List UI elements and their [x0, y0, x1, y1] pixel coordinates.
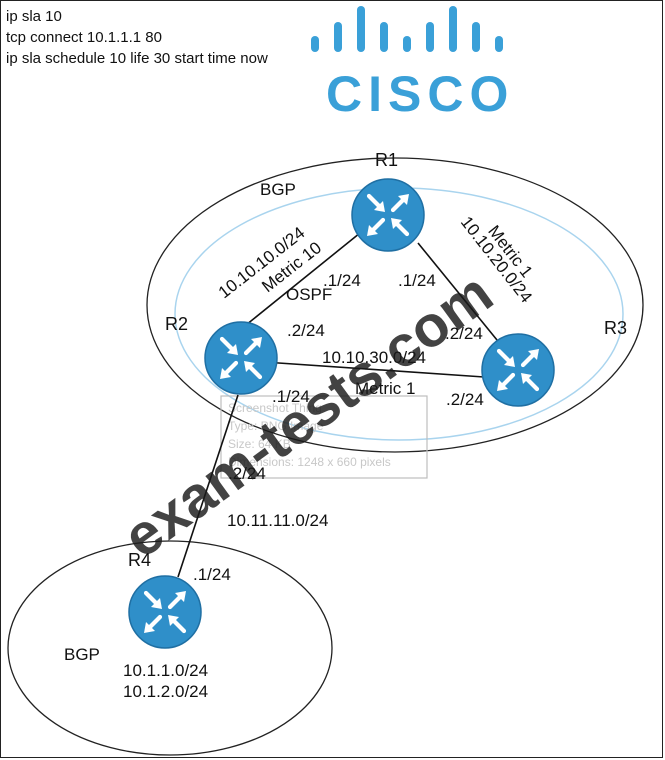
- router-r4-icon: [129, 576, 201, 648]
- router-r1-icon: [352, 179, 424, 251]
- ghost-tooltip: Screenshot Thing Type: PNG Image Size: 6…: [220, 395, 428, 479]
- router-r2-label: R2: [165, 314, 188, 334]
- ghost-line-3: Size: 64 KB: [228, 437, 291, 451]
- cisco-logo-bar: [449, 6, 457, 52]
- router-r2-icon: [205, 322, 277, 394]
- cisco-logo-bar: [495, 36, 503, 52]
- r1-r2-link-labels: 10.10.10.0/24 Metric 10: [215, 223, 325, 302]
- r2-r3-network: 10.10.30.0/24: [322, 348, 426, 367]
- config-line-2: tcp connect 10.1.1.1 80: [6, 29, 162, 46]
- r2-r3-r3-addr: .2/24: [446, 390, 484, 409]
- r2-r4-r4-addr: .1/24: [193, 565, 231, 584]
- r2-r3-metric: Metric 1: [355, 379, 415, 398]
- config-line-1: ip sla 10: [6, 8, 62, 25]
- bgp-bottom-label: BGP: [64, 645, 100, 664]
- link-r1-r3: [417, 242, 498, 341]
- ghost-line-1: Screenshot Thing: [228, 401, 322, 415]
- cisco-logo: CISCO: [311, 6, 514, 122]
- bgp-area-bottom: [7, 540, 333, 756]
- cisco-logo-bar: [403, 36, 411, 52]
- link-r1-r2: [245, 232, 361, 326]
- link-r2-r3: [263, 361, 485, 378]
- router-r3-label: R3: [604, 318, 627, 338]
- ghost-line-2: Type: PNG Image: [228, 419, 324, 433]
- r2-r3-r2-addr: .1/24: [272, 387, 310, 406]
- cisco-logo-bar: [311, 36, 319, 52]
- router-r4-label: R4: [128, 550, 151, 570]
- r4-network-2: 10.1.2.0/24: [123, 682, 208, 701]
- ospf-label: OSPF: [286, 285, 332, 304]
- router-r1-label: R1: [375, 150, 398, 170]
- r1-r2-r2-addr: .2/24: [287, 321, 325, 340]
- cisco-logo-text: CISCO: [326, 66, 514, 122]
- bgp-top-label: BGP: [260, 180, 296, 199]
- cisco-logo-bar: [472, 22, 480, 52]
- link-r2-r4: [177, 394, 239, 578]
- r4-network-1: 10.1.1.0/24: [123, 661, 208, 680]
- cisco-logo-bar: [357, 6, 365, 52]
- cisco-logo-bar: [380, 22, 388, 52]
- r1-r2-r1-addr: .1/24: [323, 271, 361, 290]
- cisco-logo-bar: [334, 22, 342, 52]
- r1-r3-r1-addr: .1/24: [398, 271, 436, 290]
- r2-r4-network: 10.11.11.0/24: [227, 511, 328, 530]
- ghost-line-4: Dimensions: 1248 x 660 pixels: [228, 455, 391, 469]
- ip-sla-config: ip sla 10 tcp connect 10.1.1.1 80 ip sla…: [6, 6, 268, 69]
- config-line-3: ip sla schedule 10 life 30 start time no…: [6, 50, 268, 67]
- cisco-logo-bar: [426, 22, 434, 52]
- r2-r4-r2-addr: .2/24: [228, 464, 266, 483]
- r1-r3-r3-addr: .2/24: [445, 324, 483, 343]
- bgp-area-top: [146, 157, 644, 453]
- router-r3-icon: [482, 334, 554, 406]
